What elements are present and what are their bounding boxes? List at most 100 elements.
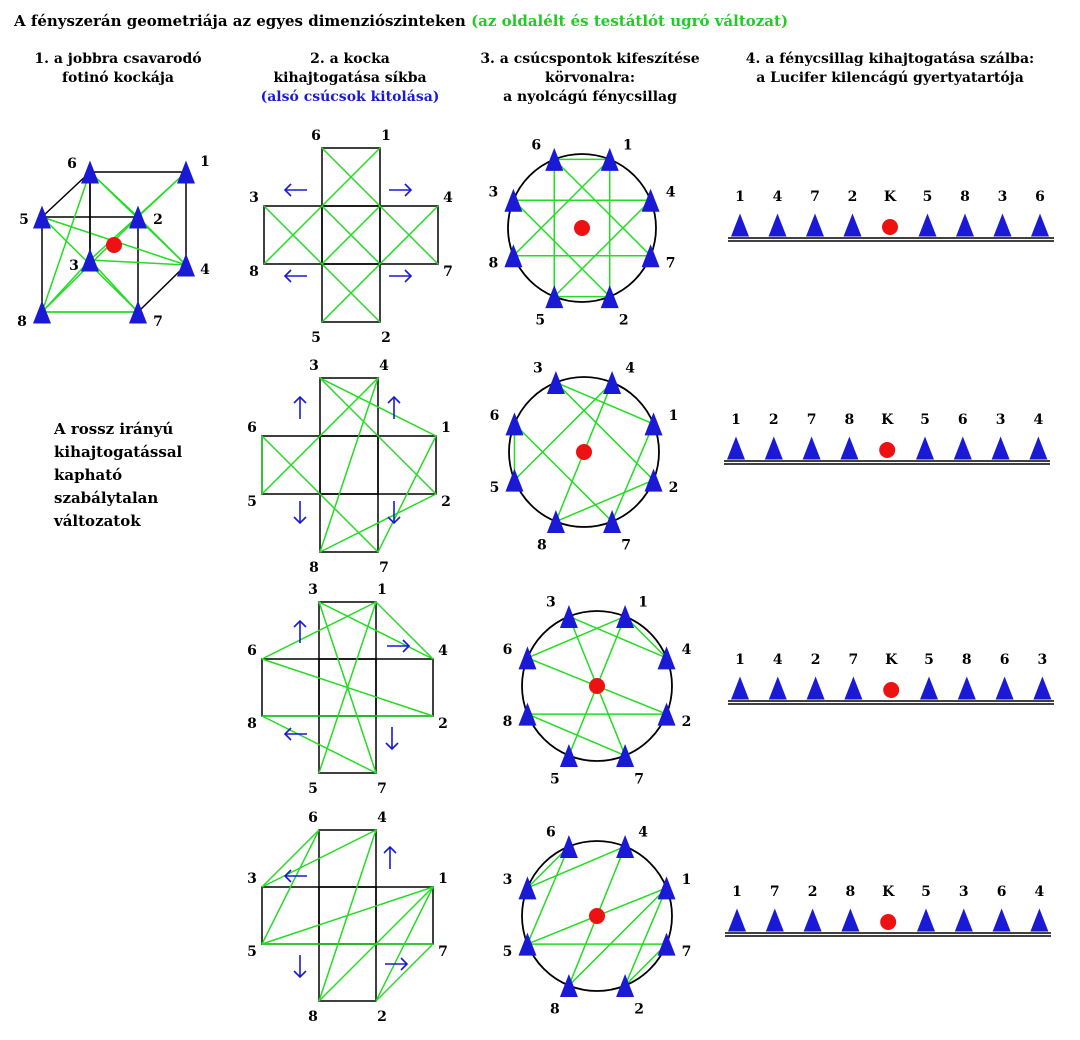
- blue-triangle-icon: [504, 188, 523, 212]
- side-note-line: szabálytalan: [54, 489, 159, 507]
- candlestick-label: 5: [920, 412, 930, 428]
- star-circle: [521, 840, 673, 992]
- candlestick-label: 1: [735, 652, 745, 668]
- star-vertex-label: 6: [531, 137, 541, 153]
- star-vertex-label: 6: [546, 824, 556, 840]
- cube-diagonal: [41, 171, 91, 313]
- candlestick-label: 2: [808, 884, 818, 900]
- blue-triangle-icon: [727, 436, 745, 460]
- star-connection: [553, 199, 652, 298]
- red-dot-icon: [576, 444, 592, 460]
- star-vertex-label: 5: [550, 772, 560, 788]
- red-dot-icon: [879, 442, 896, 458]
- blue-arrow-icon: [383, 845, 397, 869]
- net-connection: [319, 377, 437, 437]
- candlestick-label: 2: [848, 189, 858, 205]
- net-vertex-label: 6: [308, 810, 318, 826]
- candlestick-label: 1: [731, 412, 741, 428]
- net-vertex-label: 2: [381, 330, 391, 346]
- net-connection: [375, 943, 434, 1002]
- blue-triangle-icon: [504, 244, 523, 268]
- star-vertex-label: 1: [638, 594, 648, 610]
- blue-triangle-icon: [518, 932, 537, 956]
- candlestick-label: 5: [921, 884, 931, 900]
- blue-triangle-icon: [956, 213, 974, 237]
- star-vertex-label: 8: [503, 714, 513, 730]
- blue-triangle-icon: [844, 676, 863, 700]
- blue-triangle-icon: [81, 248, 99, 272]
- blue-arrow-icon: [385, 957, 409, 971]
- candlestick-label: K: [881, 412, 894, 428]
- star-vertex-label: 7: [666, 256, 676, 272]
- side-note-line: A rossz irányú: [54, 420, 174, 438]
- net-vertex-label: 3: [309, 358, 319, 374]
- star-connection: [555, 479, 654, 523]
- cube-diagonal: [89, 259, 187, 266]
- net-square: [261, 886, 320, 945]
- star-connection: [526, 846, 570, 945]
- star-vertex-label: 1: [682, 872, 692, 888]
- header-col2-line2: kihajtogatása síkba: [273, 70, 427, 86]
- net-square: [375, 658, 434, 717]
- net-vertex-label: 8: [308, 1009, 318, 1025]
- star-vertex-label: 6: [503, 642, 513, 658]
- star-vertex-label: 3: [489, 184, 499, 200]
- net-vertex-label: 7: [443, 264, 453, 280]
- star-connection: [568, 615, 667, 659]
- star-circle: [508, 376, 660, 528]
- star-vertex-label: 8: [550, 1002, 560, 1018]
- blue-triangle-icon: [916, 436, 934, 460]
- candlestick-label: 4: [773, 189, 783, 205]
- blue-triangle-icon: [603, 510, 622, 534]
- blue-triangle-icon: [917, 908, 935, 932]
- header-col1: 1. a jobbra csavarodó fotinó kockája: [18, 50, 218, 88]
- blue-triangle-icon: [616, 744, 635, 768]
- candlestick-label: 5: [924, 652, 934, 668]
- star-circle: [507, 153, 657, 303]
- blue-triangle-icon: [129, 300, 147, 324]
- net-connection: [318, 829, 377, 1002]
- star-connection: [512, 158, 611, 257]
- side-note-line: kihajtogatással: [54, 443, 183, 461]
- net-vertex-label: 3: [247, 871, 257, 887]
- star-connection: [513, 381, 613, 481]
- star-connection: [555, 381, 654, 425]
- blue-triangle-icon: [81, 160, 99, 184]
- candlestick-label: 3: [996, 412, 1006, 428]
- blue-arrow-icon: [283, 183, 307, 197]
- blue-triangle-icon: [518, 702, 537, 726]
- candlestick-label: 1: [735, 189, 745, 205]
- cube-diagonal: [89, 259, 139, 313]
- net-vertex-label: 6: [247, 643, 257, 659]
- star-vertex-label: 8: [489, 256, 499, 272]
- blue-triangle-icon: [505, 468, 524, 492]
- blue-triangle-icon: [803, 908, 822, 932]
- side-note: A rossz irányú kihajtogatással kapható s…: [54, 418, 182, 533]
- candlestick-label: 8: [962, 652, 972, 668]
- cube-vertex-label: 7: [153, 314, 163, 330]
- net-vertex-label: 4: [443, 190, 453, 206]
- header-col4: 4. a fénycsillag kihajtogatása szálba: a…: [720, 50, 1060, 88]
- star-vertex-label: 4: [666, 184, 676, 200]
- blue-triangle-icon: [616, 974, 635, 998]
- candlestick-label: 7: [770, 884, 780, 900]
- candlestick-label: 6: [1000, 652, 1010, 668]
- blue-triangle-icon: [641, 244, 660, 268]
- blue-triangle-icon: [600, 147, 619, 171]
- blue-triangle-icon: [953, 436, 972, 460]
- blue-triangle-icon: [806, 676, 825, 700]
- net-diagonal: [321, 263, 381, 323]
- header-col1-line2: fotinó kockája: [61, 70, 174, 86]
- candlestick-label: 3: [998, 189, 1008, 205]
- blue-triangle-icon: [993, 213, 1012, 237]
- blue-triangle-icon: [957, 676, 976, 700]
- blue-triangle-icon: [644, 412, 663, 436]
- net-connection: [318, 601, 377, 774]
- net-vertex-label: 1: [381, 128, 391, 144]
- blue-triangle-icon: [840, 436, 859, 460]
- blue-triangle-icon: [616, 834, 635, 858]
- red-dot-icon: [589, 678, 605, 694]
- blue-triangle-icon: [518, 876, 537, 900]
- star-connection: [553, 158, 652, 257]
- candlestick-label: 3: [1038, 652, 1048, 668]
